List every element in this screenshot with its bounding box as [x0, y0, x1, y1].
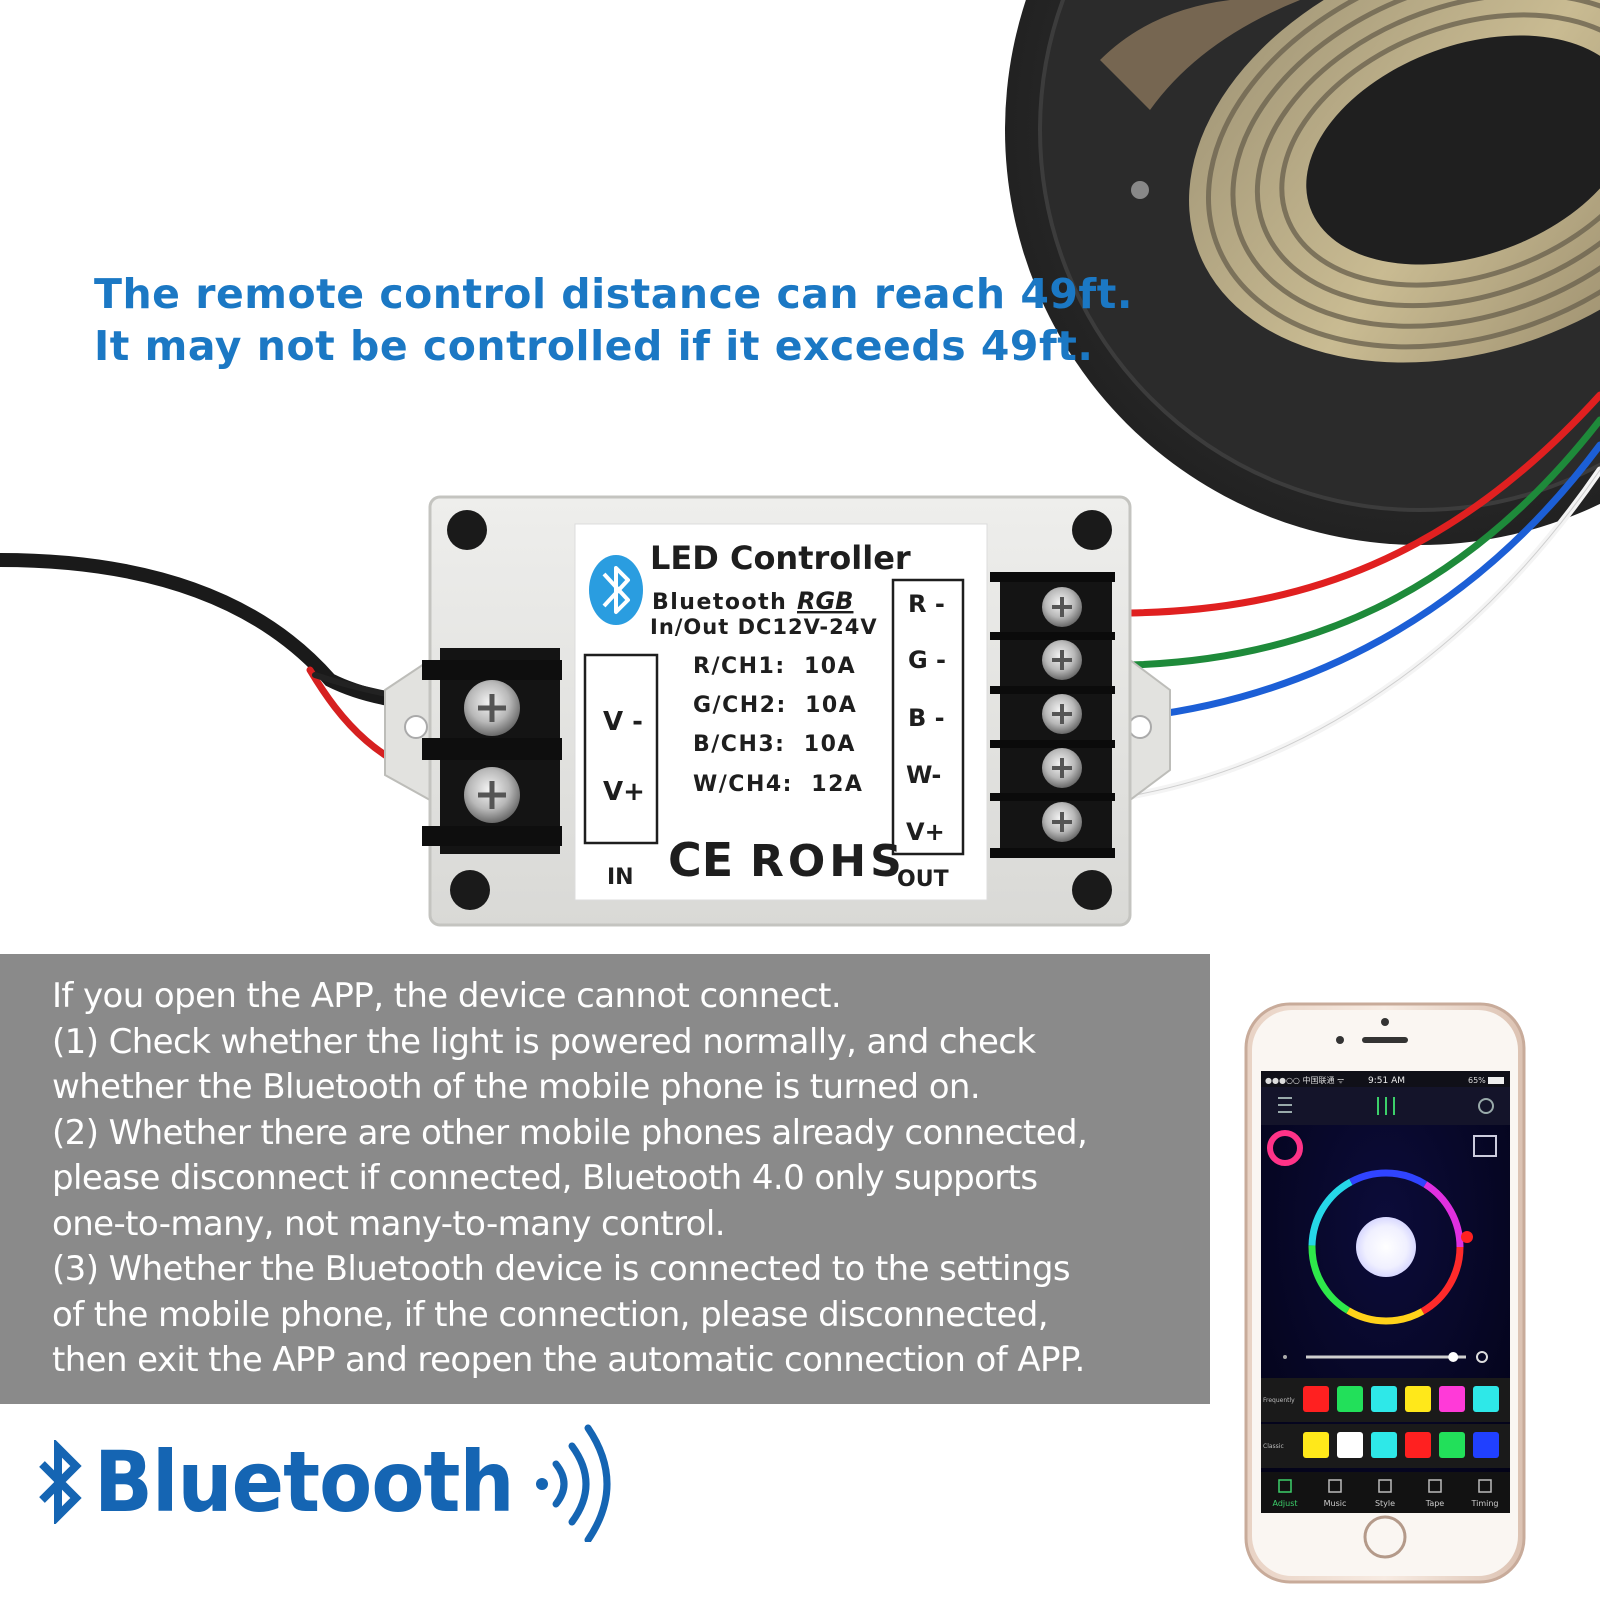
- channel-rating: B/CH3: 10A: [693, 732, 856, 757]
- color-swatch[interactable]: [1405, 1432, 1431, 1458]
- in-terminal-vplus: V+: [603, 777, 645, 807]
- notice-line: then exit the APP and reopen the automat…: [52, 1340, 1085, 1380]
- controller-subtitle-voltage: In/Out DC12V-24V: [650, 615, 878, 639]
- color-wheel[interactable]: [1308, 1169, 1473, 1325]
- notice-line: please disconnect if connected, Bluetoot…: [52, 1158, 1038, 1198]
- channel-rating: R/CH1: 10A: [693, 654, 856, 679]
- frequently-label: Frequently: [1263, 1397, 1295, 1404]
- tab-style-icon[interactable]: [1378, 1479, 1392, 1493]
- image-picker-icon[interactable]: [1473, 1135, 1497, 1157]
- classic-colors: [1303, 1432, 1499, 1458]
- app-tab-bar: Adjust Music Style Tape Timing: [1272, 1479, 1499, 1508]
- notice-line: (2) Whether there are other mobile phone…: [52, 1112, 1088, 1153]
- tab-tape-icon[interactable]: [1428, 1479, 1442, 1493]
- out-terminal-g: G -: [908, 646, 946, 674]
- headline: The remote control distance can reach 49…: [94, 268, 1133, 372]
- color-swatch[interactable]: [1405, 1386, 1431, 1412]
- notice-line: one-to-many, not many-to-many control.: [52, 1203, 726, 1244]
- bluetooth-rune-icon: [39, 1440, 82, 1524]
- ce-mark: CE: [668, 833, 733, 887]
- notice-line: of the mobile phone, if the connection, …: [52, 1294, 1049, 1335]
- status-battery: 65%: [1468, 1076, 1486, 1085]
- status-time: 9:51 AM: [1368, 1076, 1405, 1086]
- bluetooth-logo: Bluetooth: [36, 1422, 622, 1542]
- input-terminal-block: [422, 648, 562, 854]
- status-carrier: ●●●○○ 中国联通 ᯤ: [1265, 1075, 1344, 1085]
- led-strip-reel: [1005, 0, 1600, 545]
- output-wires: [1126, 391, 1600, 800]
- color-swatch[interactable]: [1303, 1432, 1329, 1458]
- smartphone: ●●●○○ 中国联通 ᯤ 9:51 AM 65%: [1244, 1002, 1526, 1584]
- color-swatch[interactable]: [1371, 1432, 1397, 1458]
- tab-timing[interactable]: Timing: [1470, 1499, 1498, 1508]
- equalizer-icon[interactable]: [1377, 1097, 1395, 1115]
- color-swatch[interactable]: [1371, 1386, 1397, 1412]
- notice-line: (3) Whether the Bluetooth device is conn…: [52, 1249, 1071, 1289]
- controller-label: LED Controller Bluetooth RGB In/Out DC12…: [583, 539, 965, 892]
- brightness-slider-thumb[interactable]: [1448, 1352, 1459, 1362]
- output-terminal-block: [990, 572, 1115, 858]
- out-label: OUT: [897, 867, 949, 892]
- out-terminal-b: B -: [908, 704, 945, 732]
- tab-tape[interactable]: Tape: [1425, 1499, 1445, 1508]
- channel-rating: W/CH4: 12A: [693, 772, 863, 797]
- notice-line: If you open the APP, the device cannot c…: [52, 976, 842, 1016]
- color-swatch[interactable]: [1337, 1432, 1363, 1458]
- tab-adjust-icon[interactable]: [1278, 1479, 1292, 1493]
- troubleshooting-panel: [0, 954, 1210, 1404]
- classic-label: Classic: [1263, 1443, 1284, 1450]
- signal-waves-icon: [536, 1424, 611, 1542]
- out-terminal-r: R -: [908, 590, 945, 618]
- menu-list-icon[interactable]: [1278, 1097, 1292, 1113]
- color-palette-icon[interactable]: [1267, 1130, 1303, 1166]
- color-swatch[interactable]: [1473, 1432, 1499, 1458]
- controller-subtitle-rgb: RGB: [797, 587, 853, 615]
- color-swatch[interactable]: [1337, 1386, 1363, 1412]
- controller-subtitle-bluetooth: Bluetooth: [652, 590, 787, 615]
- rohs-mark: ROHS: [750, 836, 906, 887]
- bluetooth-badge-icon: [589, 555, 643, 625]
- color-swatch[interactable]: [1439, 1432, 1465, 1458]
- headline-line: It may not be controlled if it exceeds 4…: [94, 322, 1094, 370]
- tab-timing-icon[interactable]: [1478, 1479, 1492, 1493]
- tab-adjust[interactable]: Adjust: [1272, 1499, 1297, 1508]
- color-wheel-handle[interactable]: [1461, 1231, 1473, 1243]
- in-label: IN: [607, 865, 634, 890]
- tab-music-icon[interactable]: [1328, 1479, 1342, 1493]
- notice-line: (1) Check whether the light is powered n…: [52, 1021, 1036, 1062]
- headline-line: The remote control distance can reach 49…: [94, 270, 1133, 318]
- tab-style[interactable]: Style: [1375, 1499, 1395, 1508]
- color-swatch[interactable]: [1303, 1386, 1329, 1412]
- settings-gear-icon[interactable]: [1478, 1098, 1494, 1114]
- out-terminal-w: W-: [906, 761, 941, 789]
- tab-music[interactable]: Music: [1324, 1499, 1347, 1508]
- controller-title: LED Controller: [650, 539, 911, 577]
- color-swatch[interactable]: [1439, 1386, 1465, 1412]
- in-terminal-vminus: V -: [603, 707, 643, 737]
- bluetooth-wordmark: Bluetooth: [94, 1433, 515, 1531]
- out-terminal-vplus: V+: [906, 818, 945, 846]
- notice-line: whether the Bluetooth of the mobile phon…: [52, 1067, 981, 1107]
- brightness-slider[interactable]: [1283, 1351, 1488, 1363]
- channel-rating: G/CH2: 10A: [693, 693, 857, 718]
- troubleshooting-text: If you open the APP, the device cannot c…: [52, 974, 1202, 1384]
- frequently-colors: [1303, 1386, 1499, 1412]
- color-swatch[interactable]: [1473, 1386, 1499, 1412]
